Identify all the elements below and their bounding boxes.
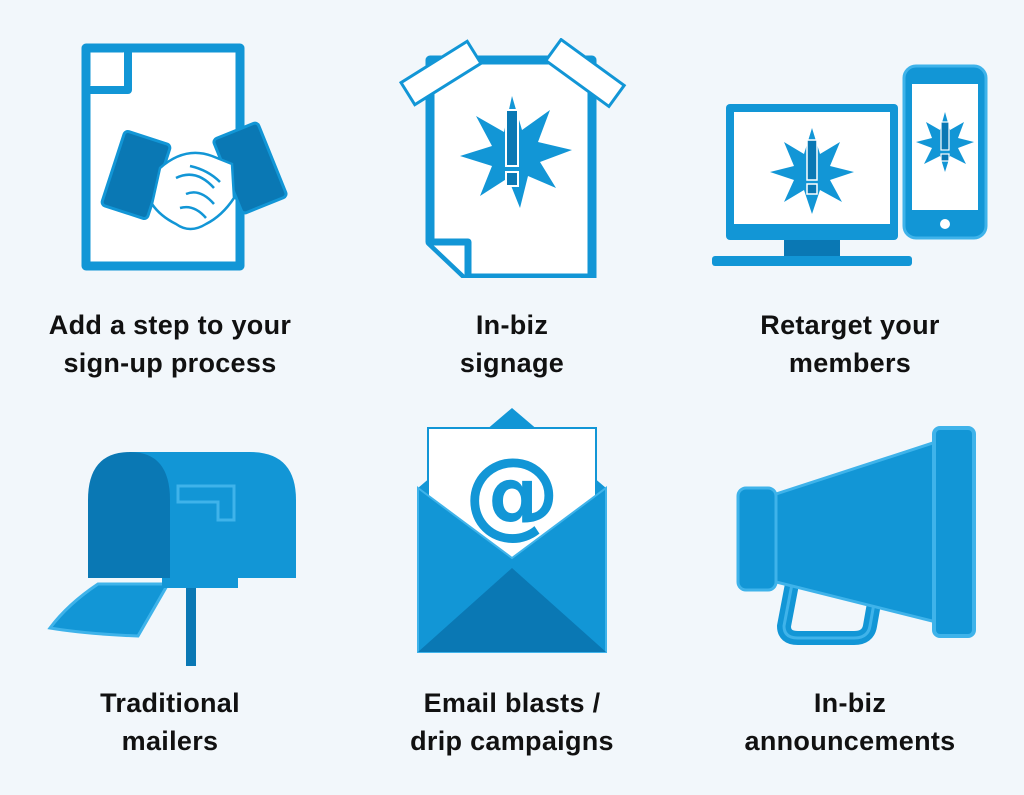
caption-signage: In-biz signage <box>342 306 682 382</box>
caption-line-1: Retarget your <box>760 310 940 340</box>
monitor-phone-icon <box>712 64 988 266</box>
caption-announcements: In-biz announcements <box>680 684 1020 760</box>
caption-line-2: mailers <box>121 726 219 756</box>
at-symbol: @ <box>464 437 560 549</box>
caption-line-1: Traditional <box>100 688 240 718</box>
megaphone-icon <box>736 426 976 645</box>
taped-sign-icon <box>398 38 627 278</box>
caption-email: Email blasts / drip campaigns <box>342 684 682 760</box>
item-signage: In-biz signage <box>342 38 682 378</box>
caption-line-2: members <box>788 348 912 378</box>
handshake-document-icon <box>81 43 288 271</box>
item-email: @ Email blasts / drip campaigns <box>342 408 682 756</box>
caption-signup: Add a step to your sign-up process <box>0 306 340 382</box>
item-mailers: Traditional mailers <box>0 408 340 756</box>
caption-line-1: In-biz <box>475 310 549 340</box>
caption-line-1: In-biz <box>813 688 887 718</box>
caption-line-1: Email blasts / <box>423 688 601 718</box>
caption-retarget: Retarget your members <box>680 306 1020 382</box>
email-envelope-icon: @ <box>417 408 607 653</box>
caption-mailers: Traditional mailers <box>0 684 340 760</box>
item-retarget: Retarget your members <box>680 38 1020 378</box>
caption-line-1: Add a step to your <box>48 310 292 340</box>
item-signup: Add a step to your sign-up process <box>0 38 340 378</box>
caption-line-2: sign-up process <box>63 348 277 378</box>
caption-line-2: drip campaigns <box>410 726 614 756</box>
caption-line-2: signage <box>459 348 565 378</box>
caption-line-2: announcements <box>744 726 956 756</box>
item-announcements: In-biz announcements <box>680 408 1020 756</box>
mailbox-icon <box>47 452 296 666</box>
